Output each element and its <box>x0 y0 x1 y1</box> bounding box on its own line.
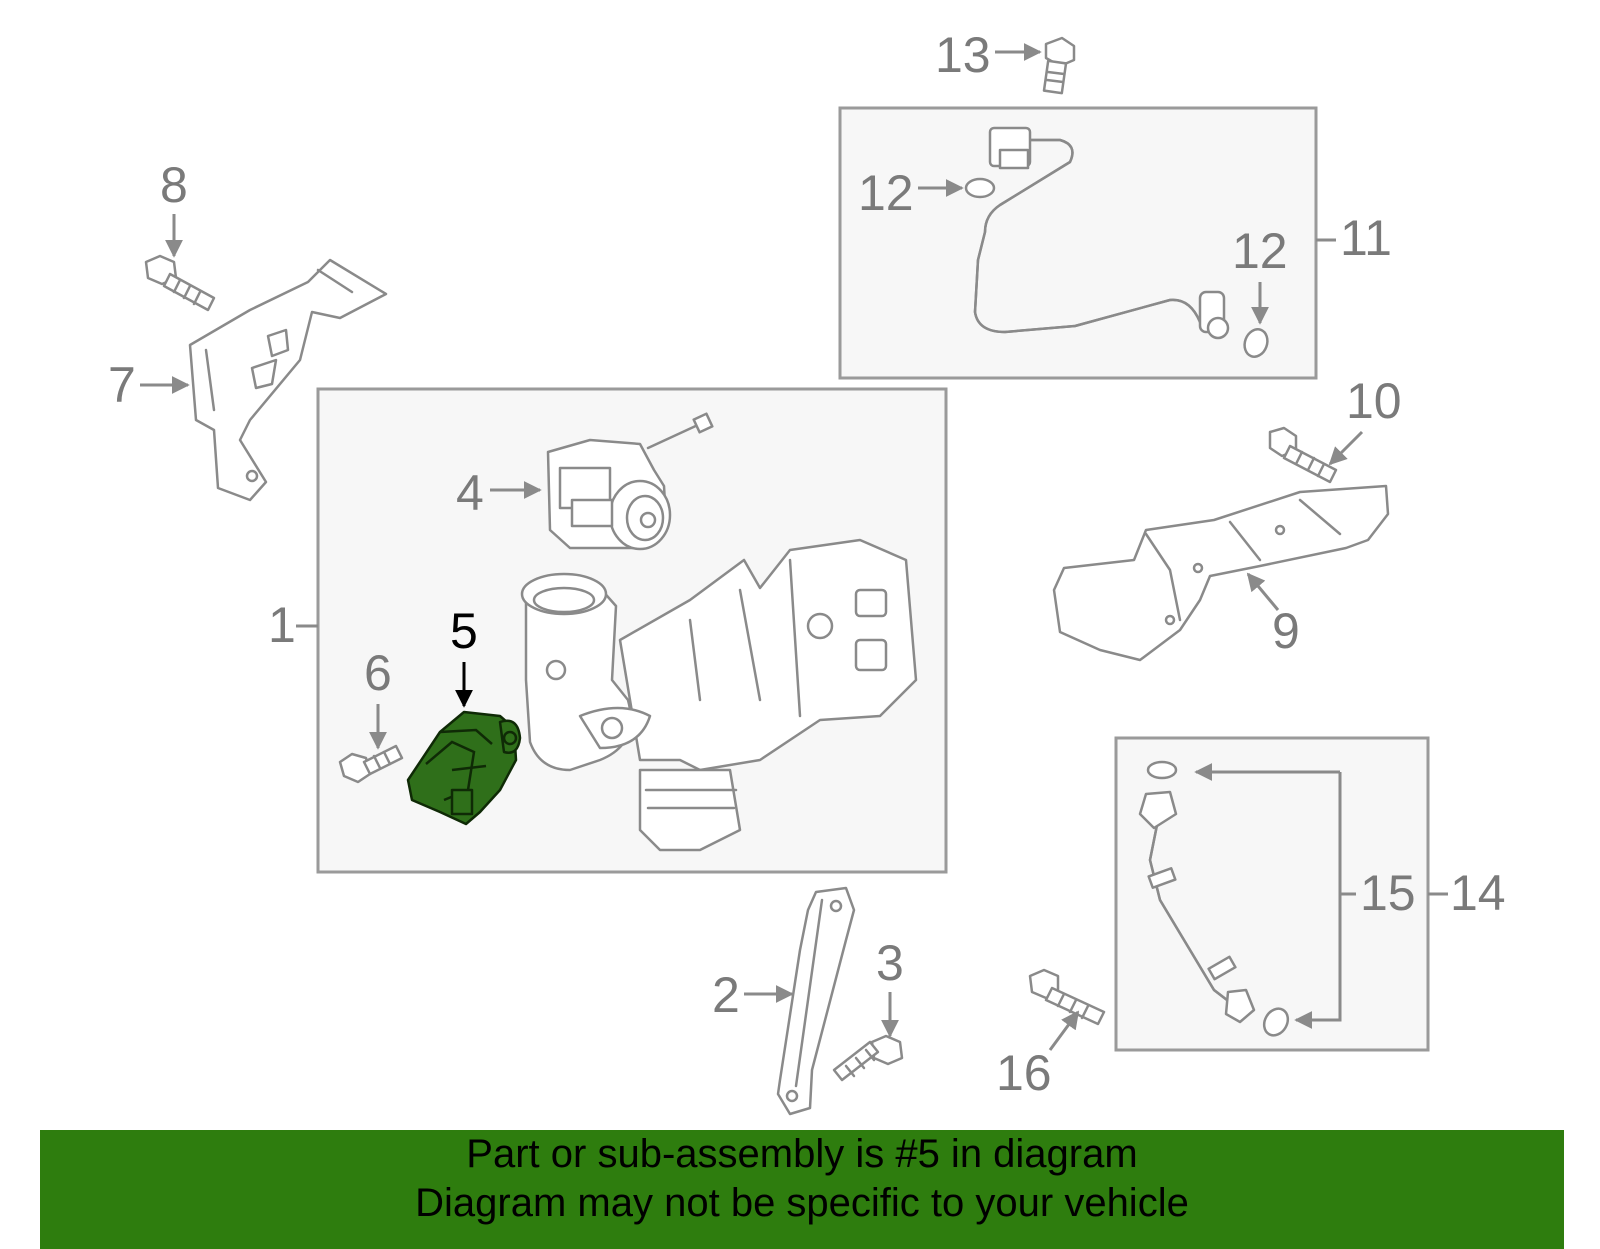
bolt-3 <box>832 1034 904 1082</box>
callout-5: 5 <box>450 603 478 659</box>
callout-11: 11 <box>1340 210 1392 266</box>
leader-15b <box>1294 772 1342 1029</box>
bolt-16 <box>1028 968 1106 1026</box>
callout-15: 15 <box>1360 865 1416 921</box>
actuator-4 <box>546 412 714 551</box>
banner-line-1: Part or sub-assembly is #5 in diagram <box>466 1132 1138 1176</box>
callout-1: 1 <box>268 597 296 653</box>
bracket-7 <box>188 258 388 502</box>
callout-12-upper: 12 <box>858 165 914 221</box>
bolt-10 <box>1268 426 1338 484</box>
oil-feed-line-11 <box>973 126 1230 340</box>
callout-13: 13 <box>935 27 991 83</box>
bolt-13 <box>1042 36 1076 95</box>
oil-return-line-box <box>1114 736 1430 1052</box>
callout-3: 3 <box>876 935 904 991</box>
callout-8: 8 <box>160 157 188 213</box>
highlighted-part-5[interactable] <box>406 710 522 826</box>
banner-line-2: Diagram may not be specific to your vehi… <box>415 1181 1189 1225</box>
leader-16 <box>1048 1010 1080 1051</box>
bolt-6 <box>338 744 404 784</box>
callout-6: 6 <box>364 645 392 701</box>
heat-shield-9 <box>1052 484 1390 662</box>
bolt-8 <box>144 254 216 312</box>
callout-9: 9 <box>1272 603 1300 659</box>
info-banner: Part or sub-assembly is #5 in diagram Di… <box>40 1130 1564 1249</box>
callout-7: 7 <box>108 357 136 413</box>
washer-12-upper <box>964 177 996 199</box>
callout-16: 16 <box>996 1045 1052 1101</box>
callout-14: 14 <box>1450 865 1506 921</box>
oil-feed-line-box <box>838 106 1318 380</box>
callout-10: 10 <box>1346 373 1402 429</box>
turbocharger-body <box>520 538 918 852</box>
callout-2: 2 <box>712 967 740 1023</box>
bracket-2 <box>776 886 856 1116</box>
callout-4: 4 <box>456 465 484 521</box>
parts-diagram: 13 11 12 12 8 7 1 <box>108 27 1506 1116</box>
oil-return-line-15 <box>1138 760 1290 1037</box>
washer-12-lower <box>1243 328 1269 358</box>
leader-10 <box>1328 430 1364 466</box>
callout-12-lower: 12 <box>1232 223 1288 279</box>
leader-9 <box>1246 572 1280 611</box>
